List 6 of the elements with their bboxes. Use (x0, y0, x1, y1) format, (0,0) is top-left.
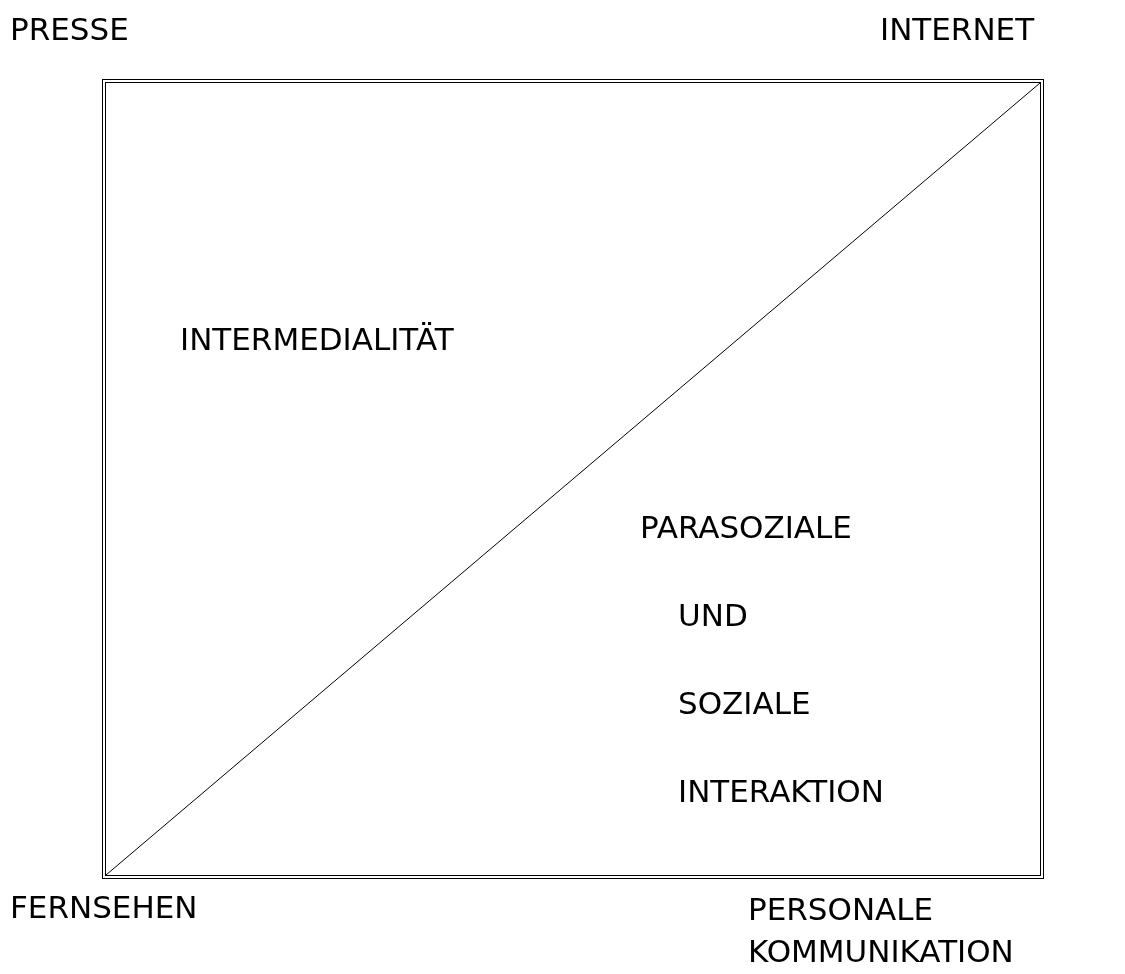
region-label: INTERMEDIALITÄT (180, 320, 454, 358)
corner-label: PRESSE (10, 10, 129, 48)
region-label: PARASOZIALE UND SOZIALE INTERAKTION (640, 508, 885, 811)
corner-label: INTERNET (880, 10, 1035, 48)
corner-label: PERSONALE KOMMUNIKATION (748, 890, 1015, 971)
corner-label: FERNSEHEN (10, 888, 198, 926)
